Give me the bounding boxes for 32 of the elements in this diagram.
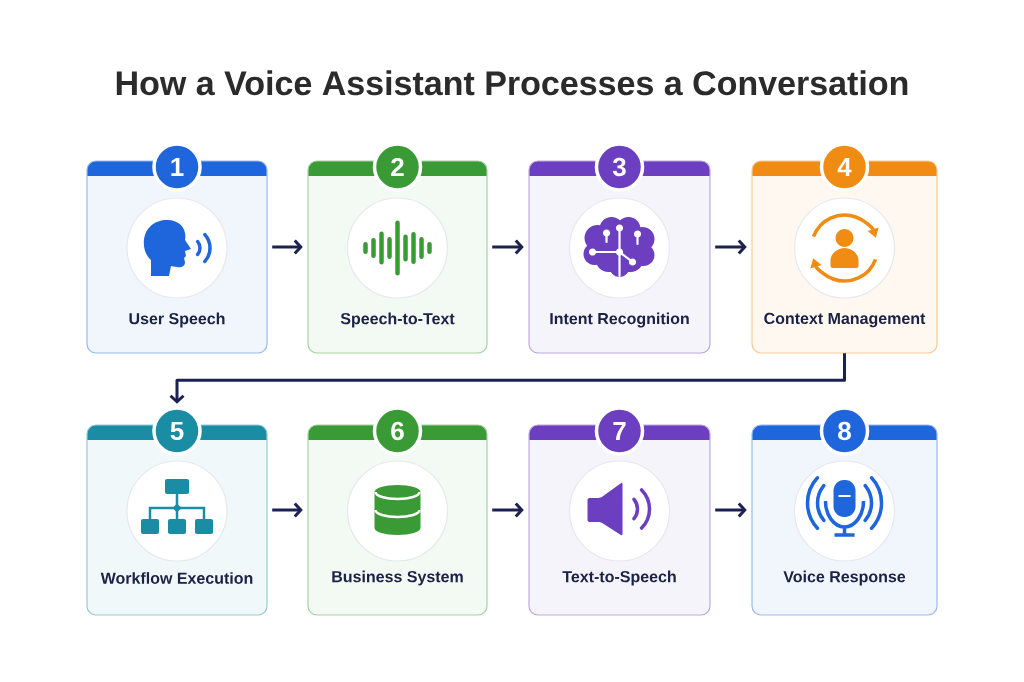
number-badge: 8 — [819, 406, 870, 456]
title: How a Voice Assistant Processes a Conversation — [116, 70, 908, 96]
step-label: Intent Recognition — [550, 312, 689, 328]
step-label: Speech-to-Text — [340, 312, 455, 328]
step-label: Text-to-Speech — [562, 570, 676, 586]
arrow — [492, 502, 524, 518]
step-card — [751, 406, 938, 616]
arrow — [272, 502, 303, 518]
step-card — [86, 142, 268, 354]
arrow — [272, 239, 303, 255]
step-card — [307, 142, 488, 354]
step-card — [307, 406, 488, 616]
number-badge: 2 — [372, 142, 423, 192]
step-label: Context Management — [764, 312, 926, 328]
number-badge: 7 — [594, 406, 645, 456]
step-card — [751, 142, 938, 354]
number-badge: 4 — [819, 142, 870, 192]
step-label: Business System — [332, 570, 463, 586]
number-badge: 3 — [594, 142, 645, 192]
step-card — [528, 142, 711, 354]
arrow — [169, 353, 846, 404]
arrow — [715, 239, 747, 255]
step-label: Voice Response — [783, 570, 906, 586]
arrow — [492, 239, 524, 255]
step-card — [86, 406, 268, 616]
arrow — [715, 502, 747, 518]
step-label: Workflow Execution — [100, 572, 253, 584]
number-badge: 5 — [152, 406, 202, 456]
step-label: User Speech — [129, 312, 225, 328]
number-badge: 1 — [152, 142, 202, 192]
number-badge: 6 — [372, 406, 423, 456]
step-card — [528, 406, 711, 616]
